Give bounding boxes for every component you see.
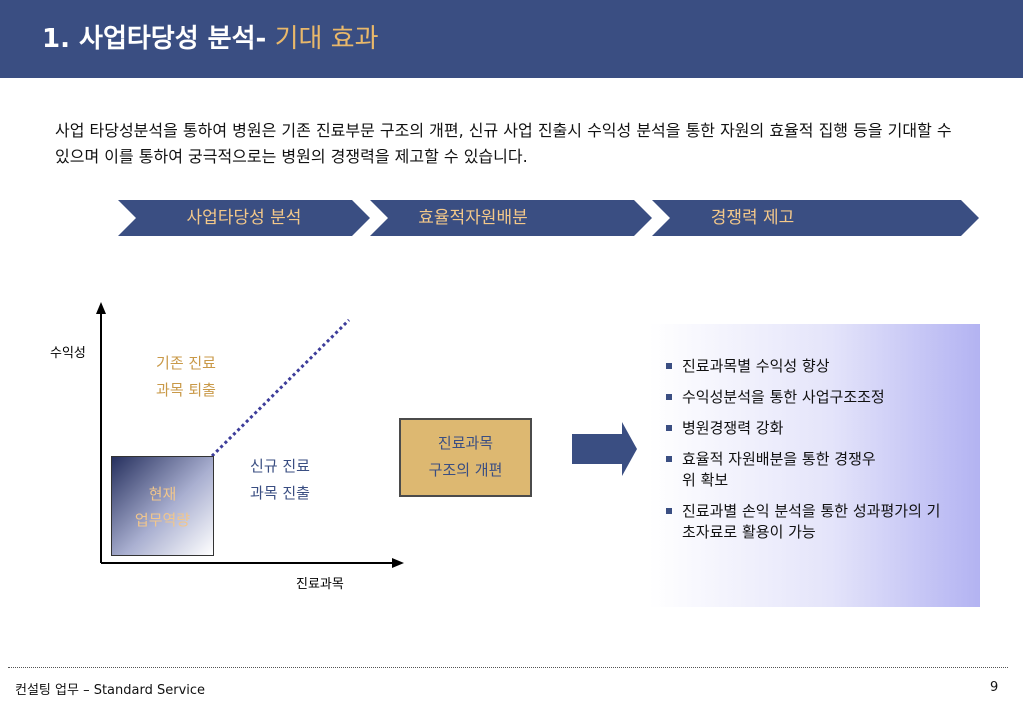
page-title-main: 1. 사업타당성 분석-	[42, 24, 267, 54]
effect-item: 진료과목별 수익성 향상	[664, 356, 964, 377]
entry-label: 신규 진료 과목 진출	[232, 453, 328, 507]
bullet-square-icon	[666, 363, 672, 369]
page-title: 1. 사업타당성 분석- 기대 효과	[42, 22, 379, 56]
current-line2: 업무역량	[134, 511, 191, 529]
reform-line2: 구조의 개편	[428, 461, 503, 479]
effect-item: 병원경쟁력 강화	[664, 418, 964, 439]
effect-item: 효율적 자원배분을 통한 경쟁우위 확보	[664, 449, 887, 491]
footer-divider	[8, 667, 1008, 668]
entry-label-line2: 과목 진출	[250, 484, 310, 502]
entry-label-line1: 신규 진료	[250, 457, 310, 475]
current-capability-text: 현재 업무역량	[112, 481, 213, 533]
restructure-text: 진료과목 구조의 개편	[401, 430, 530, 484]
bullet-square-icon	[666, 456, 672, 462]
current-line1: 현재	[148, 485, 177, 503]
step-label-3: 경쟁력 제고	[710, 208, 795, 228]
restructure-box: 진료과목 구조의 개편	[399, 418, 532, 497]
step-chevron-1	[118, 200, 370, 236]
effect-text: 진료과목별 수익성 향상	[682, 357, 830, 375]
page-number: 9	[990, 680, 999, 695]
exit-label-line2: 과목 퇴출	[156, 381, 216, 399]
bullet-square-icon	[666, 508, 672, 514]
exit-label: 기존 진료 과목 퇴출	[138, 350, 234, 404]
y-axis-label: 수익성	[50, 346, 86, 361]
bullet-square-icon	[666, 425, 672, 431]
x-axis-arrowhead	[392, 558, 404, 568]
page-title-accent: 기대 효과	[266, 24, 379, 54]
effect-text: 병원경쟁력 강화	[682, 419, 784, 437]
bullet-square-icon	[666, 394, 672, 400]
effect-item: 수익성분석을 통한 사업구조조정	[664, 387, 964, 408]
title-bar: 1. 사업타당성 분석- 기대 효과	[0, 0, 1023, 78]
y-axis-arrowhead	[96, 302, 106, 314]
effect-text: 수익성분석을 통한 사업구조조정	[682, 388, 885, 406]
footer-text: 컨설팅 업무 – Standard Service	[15, 683, 206, 698]
step-label-1: 사업타당성 분석	[186, 208, 302, 228]
step-chevron-3	[652, 200, 979, 236]
current-capability-box: 현재 업무역량	[111, 456, 214, 556]
intro-paragraph: 사업 타당성분석을 통하여 병원은 기존 진료부문 구조의 개편, 신규 사업 …	[55, 121, 952, 166]
reform-line1: 진료과목	[437, 434, 494, 452]
x-axis-label: 진료과목	[296, 577, 344, 592]
effects-list: 진료과목별 수익성 향상 수익성분석을 통한 사업구조조정 병원경쟁력 강화 효…	[664, 356, 964, 553]
growth-dotted-line	[210, 318, 351, 458]
right-arrow-shape	[572, 422, 637, 476]
effect-text: 효율적 자원배분을 통한 경쟁우위 확보	[682, 450, 876, 489]
effect-item: 진료과별 손익 분석을 통한 성과평가의 기초자료로 활용이 가능	[664, 501, 944, 543]
exit-label-line1: 기존 진료	[156, 354, 216, 372]
step-label-2: 효율적자원배분	[418, 208, 528, 228]
step-chevron-2	[370, 200, 652, 236]
effects-panel: 진료과목별 수익성 향상 수익성분석을 통한 사업구조조정 병원경쟁력 강화 효…	[649, 324, 980, 607]
effect-text: 진료과별 손익 분석을 통한 성과평가의 기초자료로 활용이 가능	[682, 502, 941, 541]
